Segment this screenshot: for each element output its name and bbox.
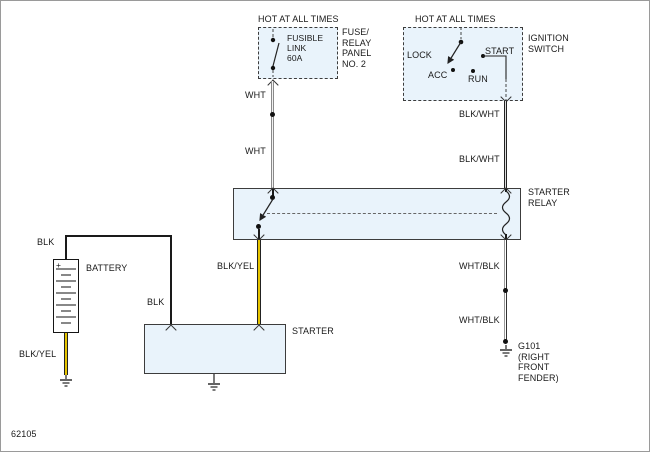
relay-coil-symbol	[501, 190, 511, 236]
fusible-link-label: FUSIBLE LINK 60A	[287, 33, 324, 64]
battery-box	[53, 259, 79, 333]
hot-at-all-times-label-left: HOT AT ALL TIMES	[258, 14, 339, 24]
blkyel-battery-label: BLK/YEL	[19, 349, 57, 359]
blkyel-wire-label: BLK/YEL	[217, 261, 255, 271]
blk-wire-label-starter: BLK	[147, 297, 165, 307]
starter-box	[144, 324, 286, 374]
blkwht-wire-label-lower: BLK/WHT	[459, 154, 500, 164]
battery-cells-symbol	[56, 268, 76, 324]
hot-at-all-times-label-right: HOT AT ALL TIMES	[415, 14, 496, 24]
ignition-position-lock: LOCK	[407, 50, 432, 60]
fusible-link-symbol	[270, 29, 280, 77]
ground-icon	[60, 375, 72, 387]
relay-internal-stub	[258, 229, 260, 240]
blk-wire-run	[65, 235, 172, 237]
ignition-switch-label: IGNITION SWITCH	[528, 33, 569, 54]
starter-relay-label: STARTER RELAY	[528, 187, 570, 208]
starter-label: STARTER	[292, 326, 334, 336]
junction-dot	[503, 288, 508, 293]
fuse-relay-panel-label: FUSE/ RELAY PANEL NO. 2	[342, 27, 372, 69]
ignition-switch-symbol	[447, 27, 507, 101]
blk-wire-battery	[65, 236, 67, 260]
ground-icon	[208, 374, 220, 391]
blkyel-battery-wire	[64, 333, 68, 375]
blkwht-wire	[504, 101, 507, 188]
whtblk-wire-label-upper: WHT/BLK	[459, 261, 500, 271]
blkwht-wire-label-upper: BLK/WHT	[459, 109, 500, 119]
ground-junction-dot	[503, 339, 508, 344]
starter-relay-box	[233, 188, 521, 240]
blkyel-wire	[257, 240, 261, 324]
relay-contact-dot	[270, 195, 275, 200]
whtblk-wire-label-lower: WHT/BLK	[459, 315, 500, 325]
relay-internal-stub	[505, 189, 507, 192]
figure-number: 62105	[11, 429, 37, 439]
battery-label: BATTERY	[86, 263, 128, 273]
battery-plus-sign: +	[56, 260, 62, 270]
relay-internal-stub	[505, 234, 507, 240]
relay-switch-symbol	[259, 198, 274, 222]
ignition-position-acc: ACC	[428, 70, 448, 80]
ignition-position-start: START	[485, 46, 515, 56]
ignition-switch-box	[403, 27, 523, 101]
ignition-position-run: RUN	[468, 74, 488, 84]
wht-wire	[271, 81, 274, 188]
relay-contact-dot	[256, 224, 261, 229]
wht-wire-label-lower: WHT	[245, 146, 266, 156]
blk-wire-label-battery: BLK	[37, 237, 55, 247]
relay-internal-stub	[272, 189, 274, 197]
junction-dot	[270, 112, 275, 117]
g101-label: G101 (RIGHT FRONT FENDER)	[518, 341, 559, 383]
blk-wire-starter	[170, 235, 172, 324]
fusible-link-box	[258, 27, 338, 79]
ground-icon	[500, 345, 512, 357]
relay-control-dashed-line	[267, 213, 497, 214]
wht-wire-label-upper: WHT	[245, 90, 266, 100]
